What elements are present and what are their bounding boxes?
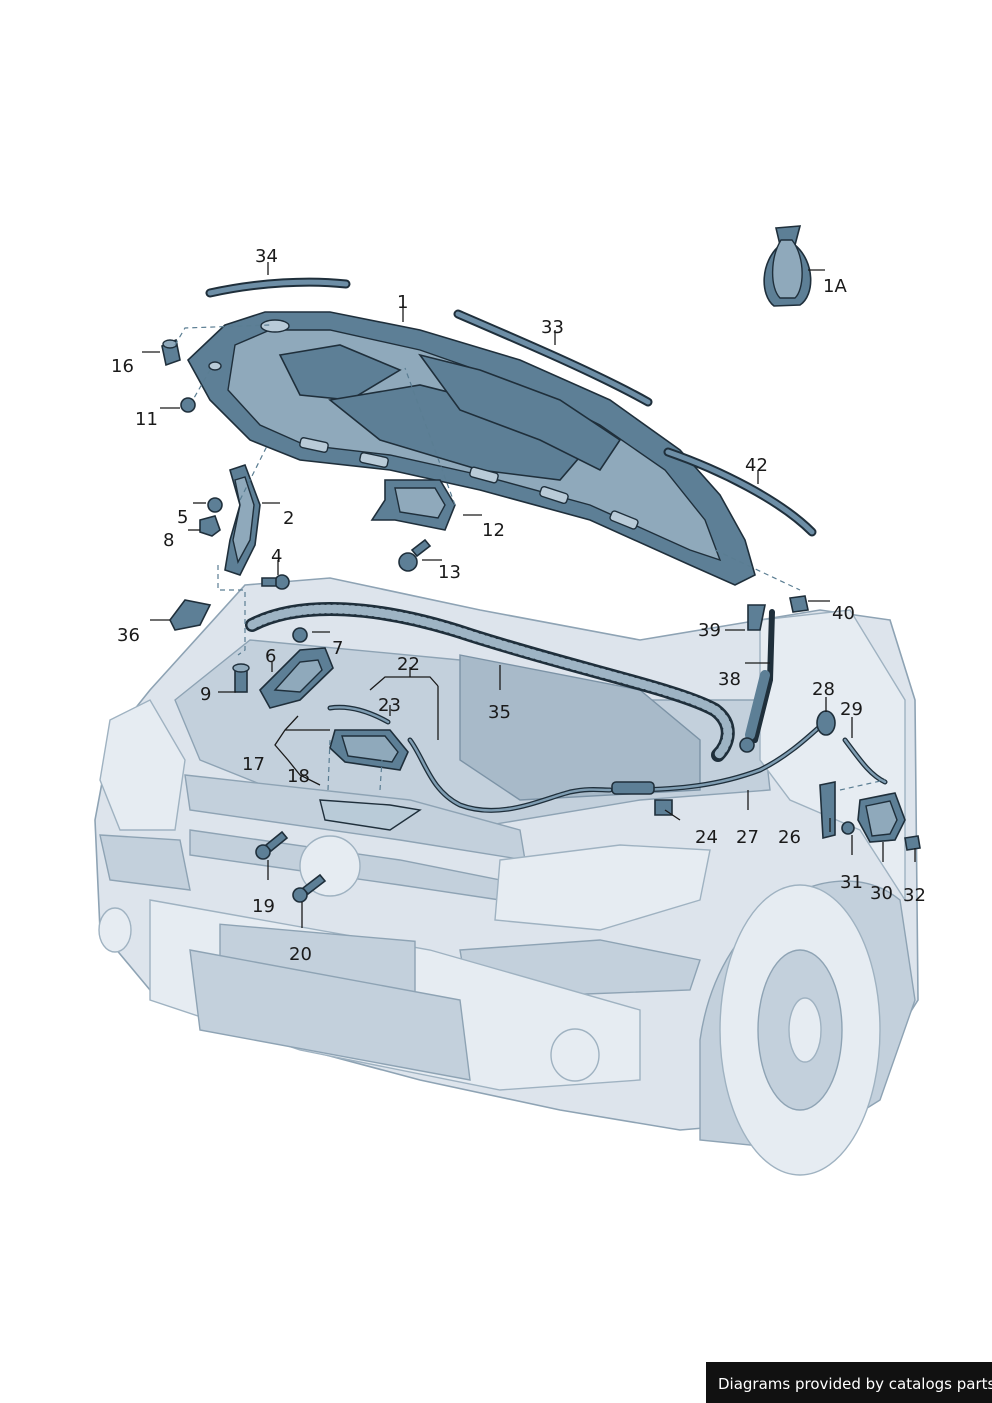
callout-22: 22 — [397, 654, 420, 675]
callout-42: 42 — [745, 455, 768, 476]
release-cable-27 — [611, 719, 828, 795]
callout-38: 38 — [718, 669, 741, 690]
handle-housing-30 — [857, 792, 906, 843]
callout-19: 19 — [252, 896, 275, 917]
callout-27: 27 — [736, 827, 759, 848]
callout-17: 17 — [242, 754, 265, 775]
release-lever-26 — [819, 781, 836, 840]
hood-lock-17 — [329, 729, 409, 771]
rod-23 — [327, 704, 391, 725]
bolt-9 — [232, 663, 250, 693]
seal-strip-35 — [245, 601, 735, 762]
callout-7: 7 — [332, 638, 343, 659]
callout-18: 18 — [287, 766, 310, 787]
bolt-20 — [292, 873, 327, 903]
watermark: Diagrams provided by catalogs parts — [706, 1362, 992, 1403]
strut-clip-39 — [747, 604, 766, 631]
callout-5: 5 — [177, 507, 188, 528]
strut-mount-40 — [789, 595, 809, 613]
bolt-4 — [261, 574, 290, 590]
cap-8 — [199, 515, 221, 537]
callout-16: 16 — [111, 356, 134, 377]
callout-1A: 1A — [823, 276, 847, 297]
callout-labels: 34 1 1A 33 16 11 42 5 2 12 8 4 13 40 36 … — [111, 246, 926, 965]
clip-32 — [904, 835, 921, 851]
callout-29: 29 — [840, 699, 863, 720]
bracket-18 — [319, 799, 422, 831]
callout-34: 34 — [255, 246, 278, 267]
seal-strip-33 — [453, 309, 653, 407]
assembly-lines — [174, 324, 886, 791]
safety-catch-12 — [370, 479, 456, 531]
callout-30: 30 — [870, 883, 893, 904]
bracket-36 — [169, 599, 212, 631]
bolt-13 — [398, 538, 432, 572]
callout-24: 24 — [695, 827, 718, 848]
nut-5 — [207, 497, 223, 513]
release-cable-22 — [407, 737, 613, 813]
vehicle-front-body — [94, 577, 919, 1176]
hood-hinge-2 — [224, 463, 261, 576]
callout-2: 2 — [283, 508, 294, 529]
callout-26: 26 — [778, 827, 801, 848]
callout-6: 6 — [265, 646, 276, 667]
nut-7 — [292, 627, 308, 643]
grease-pack-1A — [763, 225, 812, 307]
callout-11: 11 — [135, 409, 158, 430]
callout-12: 12 — [482, 520, 505, 541]
callout-39: 39 — [698, 620, 721, 641]
seal-strip-34 — [205, 277, 351, 298]
callout-32: 32 — [903, 885, 926, 906]
callout-8: 8 — [163, 530, 174, 551]
callout-9: 9 — [200, 684, 211, 705]
bolt-19 — [255, 830, 289, 860]
buffer-16 — [161, 338, 181, 367]
callout-36: 36 — [117, 625, 140, 646]
lock-bracket-6 — [259, 647, 334, 709]
callout-28: 28 — [812, 679, 835, 700]
callout-33: 33 — [541, 317, 564, 338]
watermark-text: Diagrams provided by catalogs parts — [718, 1375, 992, 1393]
callout-1: 1 — [397, 292, 408, 313]
callout-4: 4 — [271, 546, 282, 567]
callout-31: 31 — [840, 872, 863, 893]
leader-lines — [142, 262, 916, 928]
grommet-28 — [816, 710, 836, 736]
cable-end-29 — [842, 737, 888, 785]
seal-strip-42 — [663, 447, 817, 537]
screw-31 — [841, 821, 855, 835]
callout-13: 13 — [438, 562, 461, 583]
clip-11 — [180, 397, 196, 413]
callout-20: 20 — [289, 944, 312, 965]
callout-23: 23 — [378, 695, 401, 716]
gas-strut-38 — [739, 609, 775, 753]
callout-35: 35 — [488, 702, 511, 723]
hood-panel — [187, 311, 756, 586]
callout-40: 40 — [832, 603, 855, 624]
